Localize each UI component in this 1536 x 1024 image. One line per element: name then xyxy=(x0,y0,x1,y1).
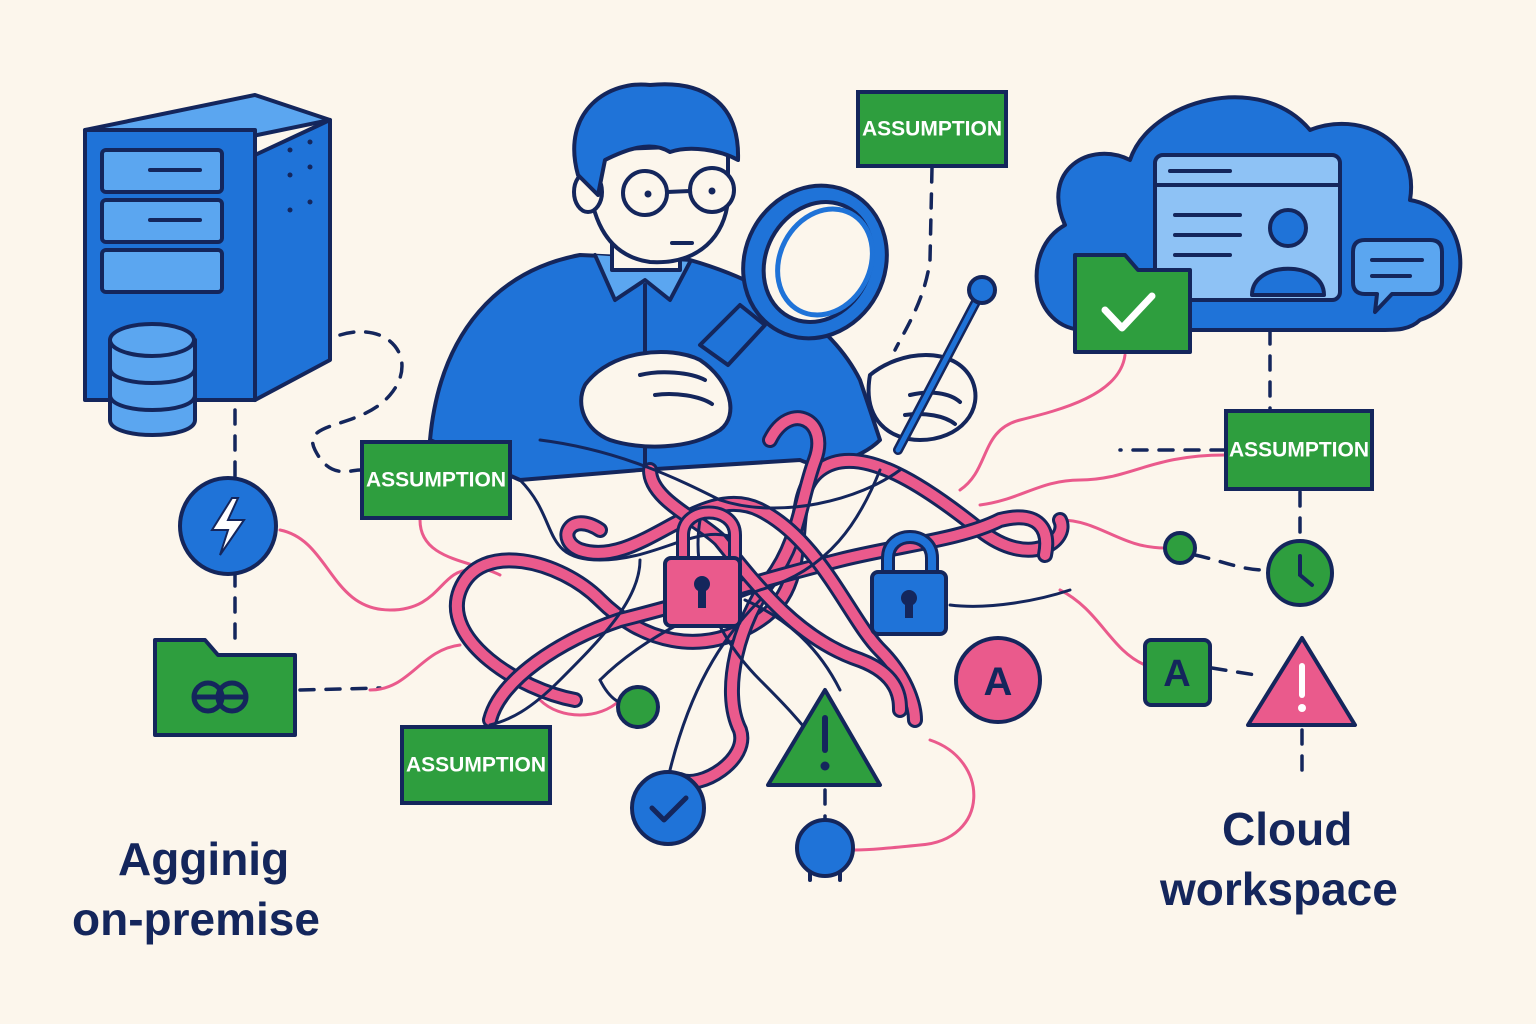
lock-icon-blue xyxy=(870,530,948,636)
lightning-icon xyxy=(178,476,278,576)
node-blue-bottom xyxy=(795,818,855,882)
folder-link-icon xyxy=(153,638,297,737)
cable-tangle xyxy=(449,410,1072,790)
caption-left-line1: Agginig xyxy=(118,833,289,885)
check-icon xyxy=(630,770,706,846)
letter-badge-right-text: A xyxy=(1163,653,1190,695)
browser-window-icon xyxy=(1153,153,1342,302)
assumption-label-left: ASSUMPTION xyxy=(360,440,512,520)
user-icon xyxy=(1250,208,1326,297)
caption-on-premise: Agginig on-premise xyxy=(72,833,320,945)
small-node-green-right xyxy=(1163,531,1197,565)
assumption-label-bottom: ASSUMPTION xyxy=(400,725,552,805)
caption-right-line1: Cloud xyxy=(1222,803,1352,855)
caption-left-line2: on-premise xyxy=(72,893,320,945)
database-icon xyxy=(108,322,197,437)
warning-icon-right xyxy=(1246,636,1357,727)
assumption-label-top: ASSUMPTION xyxy=(856,90,1008,168)
assumption-label-right: ASSUMPTION xyxy=(1224,409,1374,491)
caption-cloud-workspace: Cloud workspace xyxy=(1159,803,1398,915)
assumption-label-bottom-text: ASSUMPTION xyxy=(406,754,546,777)
assumption-label-top-text: ASSUMPTION xyxy=(862,118,1002,141)
caption-right-line2: workspace xyxy=(1159,863,1398,915)
letter-badge-right: A xyxy=(1143,638,1212,707)
warning-icon-center xyxy=(766,688,882,787)
assumption-label-right-text: ASSUMPTION xyxy=(1229,439,1369,462)
clock-icon xyxy=(1266,539,1334,607)
magnifying-glass-icon xyxy=(698,183,889,367)
letter-badge-center-text: A xyxy=(984,660,1013,704)
small-node-green-center xyxy=(616,685,660,729)
folder-check-icon xyxy=(1073,253,1192,354)
pointer-stick-icon xyxy=(893,275,997,455)
assumption-label-left-text: ASSUMPTION xyxy=(366,469,506,492)
chat-bubble-icon xyxy=(1351,238,1444,314)
lock-icon-pink xyxy=(663,505,742,628)
letter-badge-center: A xyxy=(954,636,1042,724)
dashed-connectors xyxy=(233,166,1304,822)
